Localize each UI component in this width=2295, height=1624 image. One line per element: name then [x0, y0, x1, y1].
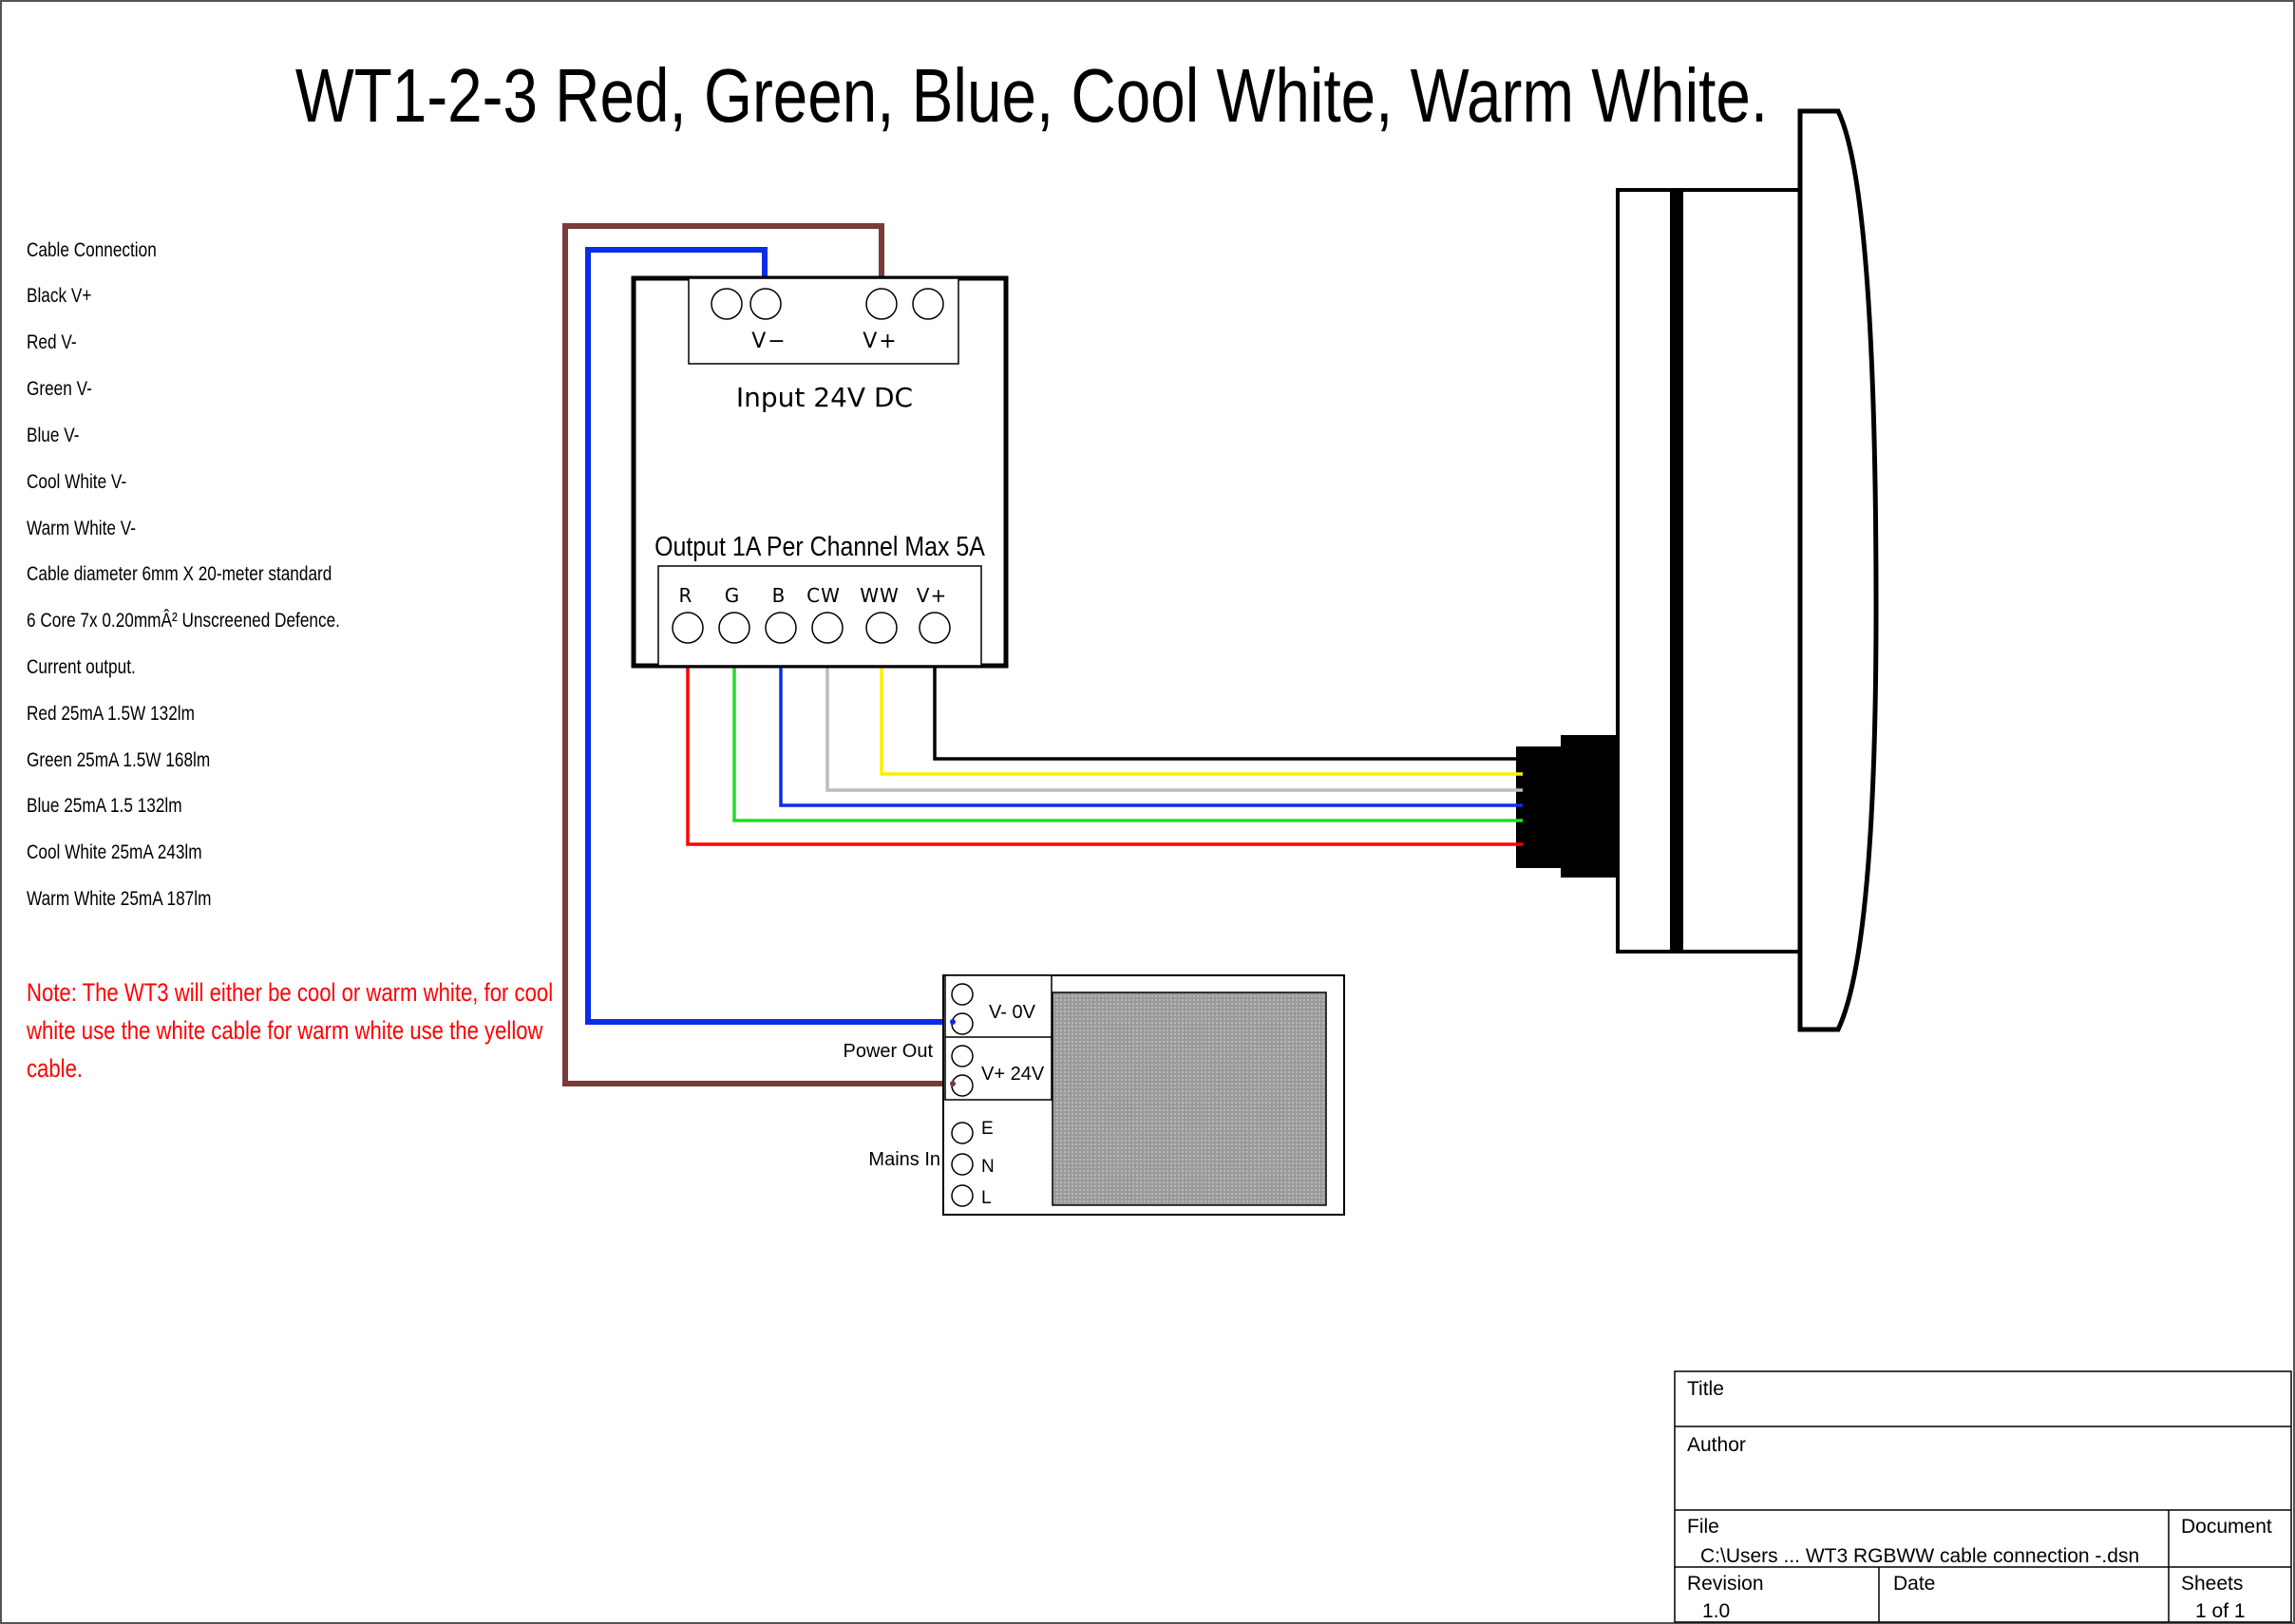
mains-in-label: Mains In	[868, 1149, 940, 1170]
output-wires	[686, 642, 1523, 846]
output-terminal-v-plus	[919, 612, 951, 644]
author-field-label: Author	[1687, 1434, 1746, 1456]
output-terminal-g	[718, 612, 750, 644]
note-line: Cool White 25mA 243lm	[27, 842, 202, 864]
output-terminal-label: G	[725, 584, 741, 607]
warning-line: Note: The WT3 will either be cool or war…	[27, 979, 553, 1008]
warning-line: cable.	[27, 1055, 83, 1084]
title-block-frame	[1674, 1370, 2292, 1623]
wire-supply-negative	[585, 247, 962, 1025]
warning-note: Note: The WT3 will either be cool or war…	[26, 979, 553, 1084]
revision-field-label: Revision	[1687, 1573, 1764, 1595]
sheets-field-label: Sheets	[2181, 1573, 2243, 1595]
notes-list: Cable Connection Black V+ Red V- Green V…	[27, 240, 340, 911]
note-line: Blue V-	[27, 425, 79, 447]
note-line: Green 25mA 1.5W 168lm	[27, 750, 210, 772]
fixture-lens	[1797, 108, 1879, 1032]
note-line: Black V+	[27, 286, 91, 308]
wire-warm-white	[880, 642, 1523, 776]
input-voltage-label: Input 24V DC	[736, 382, 913, 413]
note-line: Cable Connection	[27, 240, 157, 262]
psu-mains-terminal-n	[951, 1153, 974, 1176]
note-line: Red V-	[27, 332, 77, 354]
wire-green	[732, 642, 1523, 822]
revision-field-value: 1.0	[1702, 1600, 1730, 1622]
note-line: Warm White V-	[27, 519, 136, 540]
psu-mains-terminal-label: L	[981, 1188, 992, 1208]
output-terminal-label: V+	[917, 584, 947, 607]
note-line: Cool White V-	[27, 472, 126, 494]
diagram-title: WT1-2-3 Red, Green, Blue, Cool White, Wa…	[295, 53, 1768, 139]
title-block: Title Author File C:\Users ... WT3 RGBWW…	[1674, 1370, 2292, 1623]
psu-dc-terminal-label: V- 0V	[989, 1002, 1036, 1023]
wire-blue	[779, 642, 1523, 807]
output-terminal-ww	[865, 612, 898, 644]
note-line: Blue 25mA 1.5 132lm	[27, 796, 182, 818]
warning-line: white use the white cable for warm white…	[26, 1017, 543, 1046]
wire-positive	[933, 642, 1523, 761]
psu-mains-terminal-label: E	[981, 1119, 994, 1139]
output-terminal-label: WW	[860, 584, 900, 607]
note-line: Warm White 25mA 187lm	[27, 889, 211, 911]
note-line: 6 Core 7x 0.20mmÂ² Unscreened Defence.	[27, 611, 340, 633]
fixture-band	[1670, 190, 1683, 952]
psu-terminal-spare	[951, 983, 974, 1006]
title-field-label: Title	[1687, 1378, 1724, 1400]
input-terminal-v-plus	[865, 288, 898, 320]
power-supply: V- 0V V+ 24V Power Out E N L Mains In	[844, 974, 1345, 1216]
output-terminal-label: R	[679, 584, 693, 607]
power-out-label: Power Out	[844, 1041, 934, 1062]
note-line: Current output.	[27, 657, 136, 679]
wire-supply-positive	[562, 223, 962, 1086]
output-terminal-label: CW	[806, 584, 841, 607]
wire-end-dot	[950, 1019, 956, 1025]
fixture-cable-gland	[1561, 735, 1620, 878]
output-terminal-b	[765, 612, 797, 644]
input-terminal-v-minus	[749, 288, 782, 320]
psu-mains-terminal-l	[951, 1184, 974, 1207]
psu-mains-terminal-e	[951, 1122, 974, 1144]
date-field-label: Date	[1893, 1573, 1935, 1595]
file-field-value: C:\Users ... WT3 RGBWW cable connection …	[1700, 1545, 2139, 1567]
psu-dc-terminal-label: V+ 24V	[981, 1064, 1045, 1085]
note-line: Red 25mA 1.5W 132lm	[27, 704, 195, 726]
output-terminal-r	[672, 612, 704, 644]
input-terminal-label: V−	[751, 330, 787, 353]
note-line: Green V-	[27, 379, 92, 401]
output-terminals: R G B CW WW V+	[672, 584, 951, 644]
input-terminal-spare	[912, 288, 944, 320]
psu-mains-terminal-label: N	[981, 1157, 995, 1177]
sheets-field-value: 1 of 1	[2195, 1600, 2246, 1622]
output-rating-label: Output 1A Per Channel Max 5A	[654, 531, 985, 561]
output-terminal-label: B	[772, 584, 787, 607]
fixture-body	[1616, 188, 1802, 954]
wire-red	[686, 642, 1523, 846]
led-controller: V− V+ Input 24V DC Output 1A Per Channel…	[631, 275, 1009, 669]
note-line: Cable diameter 6mm X 20-meter standard	[27, 564, 332, 586]
wire-end-dot	[950, 1081, 956, 1086]
file-field-label: File	[1687, 1516, 1719, 1538]
input-terminal-spare	[711, 288, 743, 320]
output-terminal-cw	[811, 612, 844, 644]
psu-vent-grille	[1052, 991, 1327, 1206]
fixture-cable-gland-nut	[1516, 746, 1564, 868]
psu-terminal-spare	[951, 1045, 974, 1067]
input-terminal-label: V+	[863, 330, 898, 353]
document-field-label: Document	[2181, 1516, 2272, 1538]
led-fixture	[1516, 108, 1879, 1032]
wire-cool-white	[825, 642, 1523, 792]
